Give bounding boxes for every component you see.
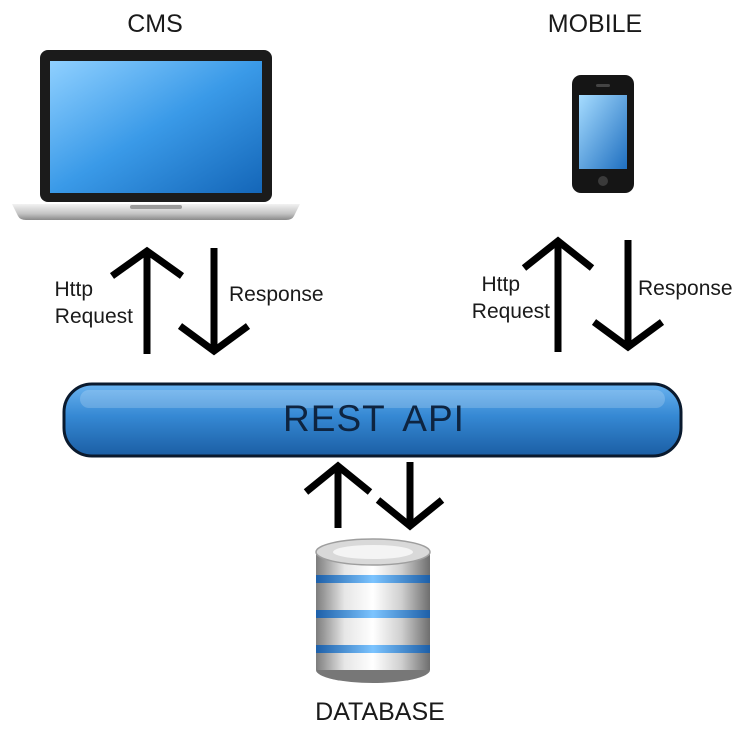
phone-icon bbox=[572, 75, 634, 193]
database-icon bbox=[315, 538, 431, 683]
mobile-response-arrow bbox=[591, 240, 665, 352]
cms-request-arrow bbox=[109, 246, 185, 354]
database-response-arrow bbox=[375, 462, 445, 531]
cms-response-arrow bbox=[177, 248, 251, 356]
rest-api-bar bbox=[62, 382, 683, 458]
database-request-arrow bbox=[303, 461, 373, 528]
mobile-request-line1: Http bbox=[481, 273, 520, 296]
mobile-response-label: Response bbox=[638, 277, 733, 300]
mobile-title: MOBILE bbox=[547, 10, 643, 38]
rest-api-label: REST API bbox=[283, 398, 465, 439]
mobile-request-line2: Request bbox=[471, 300, 550, 323]
database-title: DATABASE bbox=[315, 698, 445, 726]
laptop-icon bbox=[12, 50, 300, 220]
mobile-http-request-label: Http Request bbox=[410, 271, 550, 325]
cms-request-line1: Http bbox=[54, 278, 93, 301]
cms-request-line2: Request bbox=[54, 305, 133, 328]
cms-title: CMS bbox=[127, 10, 183, 38]
cms-http-request-label: Http Request bbox=[0, 276, 133, 330]
mobile-request-arrow bbox=[521, 236, 595, 352]
cms-response-label: Response bbox=[229, 283, 324, 306]
